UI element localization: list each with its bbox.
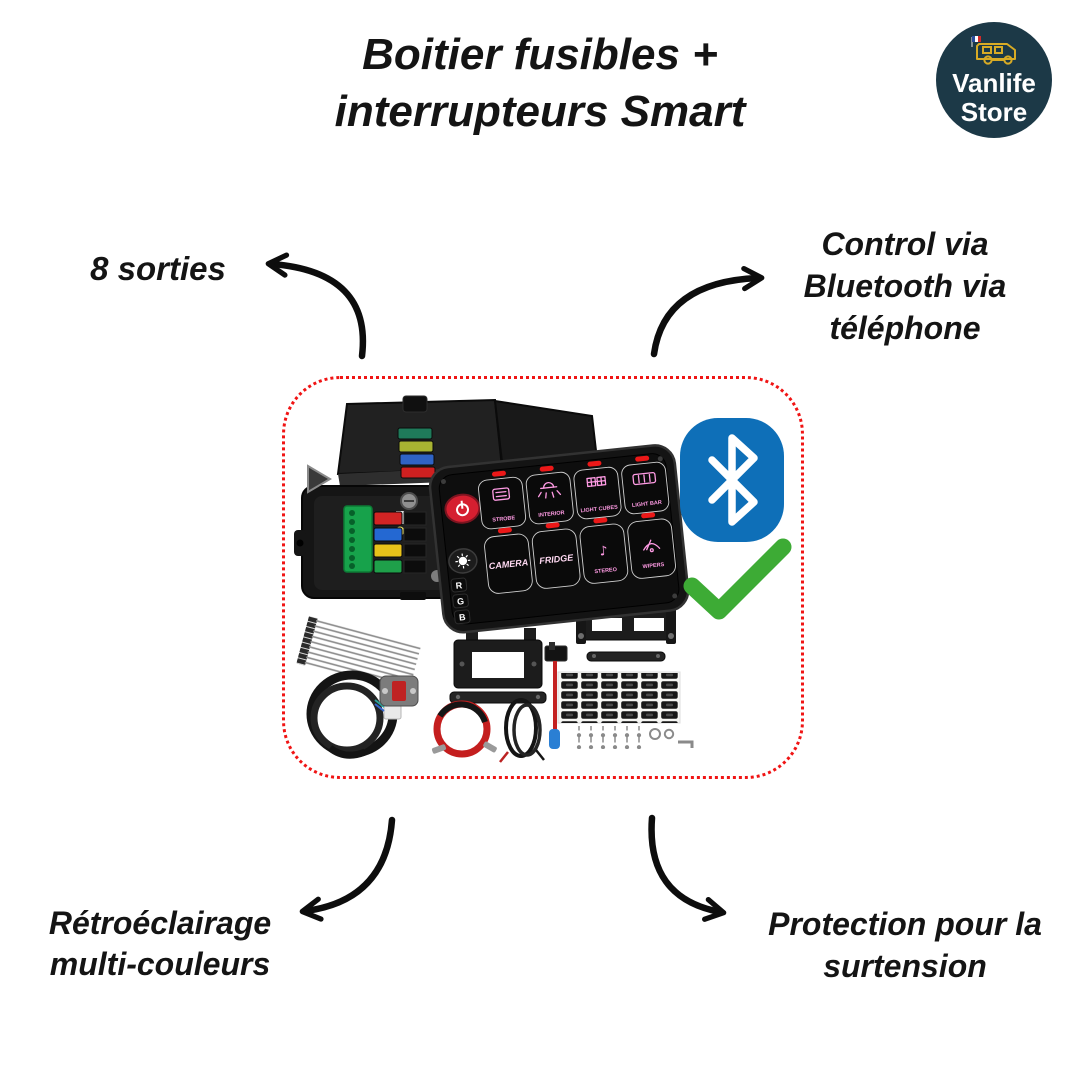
callout-outputs-text: 8 sorties <box>90 250 226 287</box>
arrow-top-left <box>265 252 367 360</box>
brand-logo: Vanlife Store <box>936 22 1052 138</box>
page-title-line1: Boitier fusibles + <box>362 30 718 79</box>
arrow-bottom-left <box>299 816 396 922</box>
callout-bluetooth-line2: Bluetooth via <box>803 268 1007 304</box>
callout-backlight-line2: multi-couleurs <box>49 946 271 982</box>
arrow-bottom-right <box>648 814 727 922</box>
camper-icon <box>971 36 1016 65</box>
callout-outputs: 8 sorties <box>38 247 278 290</box>
callout-backlight: Rétroéclairage multi-couleurs <box>30 903 290 985</box>
callout-bluetooth-line1: Control via <box>821 226 989 262</box>
page-title-line2: interrupteurs Smart <box>334 87 746 136</box>
product-highlight-border <box>282 376 804 779</box>
callout-bluetooth: Control via Bluetooth via téléphone <box>780 223 1030 349</box>
brand-name-line2: Store <box>960 97 1028 127</box>
brand-name-line1: Vanlife <box>952 68 1036 98</box>
callout-bluetooth-line3: téléphone <box>829 310 981 346</box>
callout-backlight-line1: Rétroéclairage <box>48 905 272 941</box>
callout-protection: Protection pour la surtension <box>760 903 1050 987</box>
callout-protection-line2: surtension <box>823 948 987 984</box>
arrow-top-right <box>650 265 765 358</box>
page-title: Boitier fusibles + interrupteurs Smart <box>0 26 1080 140</box>
callout-protection-line1: Protection pour la <box>768 906 1042 942</box>
